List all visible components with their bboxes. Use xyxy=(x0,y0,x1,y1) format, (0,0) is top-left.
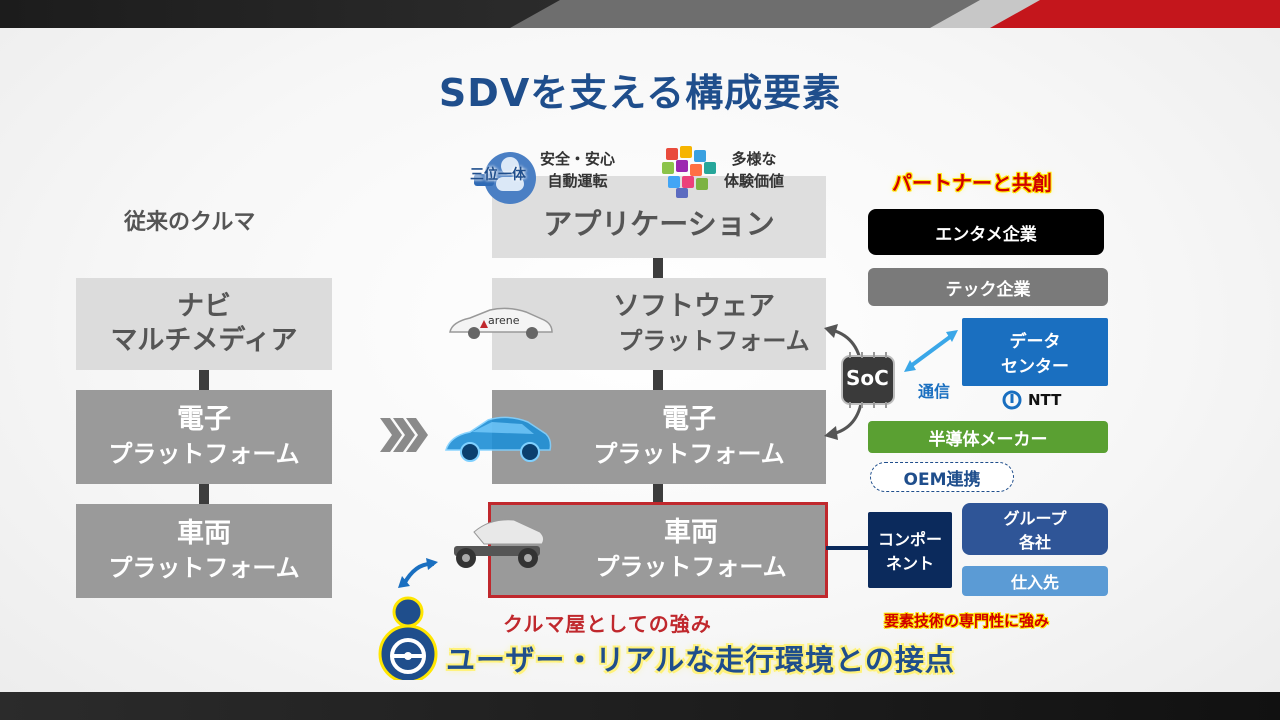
connector-center-3 xyxy=(653,484,663,502)
connector-left-1 xyxy=(199,368,209,392)
trinity-badge-text: 三位一体 xyxy=(470,167,526,183)
center-block-vehicle-line2: プラットフォーム xyxy=(595,553,787,581)
top-bar-accent xyxy=(510,0,1280,28)
safety-caption: 安全・安心 自動運転 xyxy=(540,148,615,192)
page-title: SDVを支える構成要素 xyxy=(438,71,842,115)
driver-user-icon xyxy=(378,596,438,680)
left-block-vehicle-line1: 車両 xyxy=(177,518,231,549)
experience-caption-line2: 体験価値 xyxy=(724,172,785,190)
center-block-electronic-line2: プラットフォーム xyxy=(593,440,785,468)
trinity-badge-icon xyxy=(474,152,536,204)
left-block-navi-line1: ナビ xyxy=(177,291,231,322)
bottom-bar xyxy=(0,692,1280,720)
center-block-software: ソフトウェア プラットフォーム xyxy=(492,278,826,370)
data-center-line2: センター xyxy=(1001,357,1069,377)
arene-label: arene xyxy=(488,314,520,327)
connector-center-2 xyxy=(653,370,663,390)
semiconductor-box: 半導体メーカー xyxy=(868,421,1108,453)
ntt-logo-icon xyxy=(1002,390,1022,410)
connector-left-2 xyxy=(199,482,209,506)
left-block-vehicle-line2: プラットフォーム xyxy=(108,554,300,582)
left-block-navi: ナビ マルチメディア xyxy=(76,278,332,370)
component-connector xyxy=(826,546,870,550)
connector-center-1 xyxy=(653,258,663,278)
electronic-car-icon xyxy=(445,416,552,462)
app-icons-cluster-icon xyxy=(662,146,716,198)
center-block-vehicle-line1: 車両 xyxy=(664,517,718,548)
communication-label: 通信 xyxy=(918,382,951,401)
group-companies-box: グループ 各社 xyxy=(962,503,1108,555)
ntt-logo: NTT xyxy=(1002,390,1061,410)
soc-label: SoC xyxy=(846,366,889,390)
data-center-box: データ センター xyxy=(962,318,1108,386)
center-block-software-line2: プラットフォーム xyxy=(618,327,810,355)
user-touchpoint-label: ユーザー・リアルな走行環境との接点 xyxy=(446,643,955,677)
safety-caption-line1: 安全・安心 xyxy=(540,150,616,168)
chevron-arrows-icon xyxy=(380,418,428,452)
ntt-label: NTT xyxy=(1028,391,1062,409)
center-block-electronic-line1: 電子 xyxy=(662,404,716,435)
conventional-car-label: 従来のクルマ xyxy=(124,210,256,235)
left-block-navi-line2: マルチメディア xyxy=(110,325,298,356)
component-line2: ネント xyxy=(885,554,934,573)
experience-caption-line1: 多様な xyxy=(731,150,777,168)
component-line1: コンポー xyxy=(877,530,942,549)
experience-caption: 多様な 体験価値 xyxy=(724,148,784,192)
carmaker-strength-label: クルマ屋としての強み xyxy=(503,612,712,636)
entertainment-company-box: エンタメ企業 xyxy=(868,209,1104,255)
soc-arrows-icon xyxy=(824,324,958,440)
left-block-vehicle: 車両 プラットフォーム xyxy=(76,504,332,598)
tech-company-box: テック企業 xyxy=(868,268,1108,306)
oem-cooperation-box: OEM連携 xyxy=(870,462,1014,492)
center-block-vehicle: 車両 プラットフォーム xyxy=(488,502,828,598)
left-block-electronic-line1: 電子 xyxy=(177,404,231,435)
partner-title: パートナーと共創 xyxy=(892,171,1052,195)
chassis-car-icon xyxy=(454,519,545,568)
elemental-tech-strength-label: 要素技術の専門性に強み xyxy=(884,612,1050,630)
safety-caption-line2: 自動運転 xyxy=(547,172,608,190)
center-block-application-label: アプリケーション xyxy=(543,207,775,241)
soc-chip-icon xyxy=(841,352,895,408)
center-block-application: アプリケーション xyxy=(492,176,826,258)
curved-double-arrow-icon xyxy=(398,558,438,588)
group-companies-line1: グループ xyxy=(1003,509,1067,528)
center-block-software-line1: ソフトウェア xyxy=(613,291,775,322)
arene-car-icon xyxy=(449,307,553,339)
group-companies-line2: 各社 xyxy=(1018,533,1051,552)
left-block-electronic: 電子 プラットフォーム xyxy=(76,390,332,484)
left-block-electronic-line2: プラットフォーム xyxy=(108,440,300,468)
component-box: コンポー ネント xyxy=(868,512,952,588)
supplier-box: 仕入先 xyxy=(962,566,1108,596)
data-center-line1: データ xyxy=(1009,332,1061,352)
